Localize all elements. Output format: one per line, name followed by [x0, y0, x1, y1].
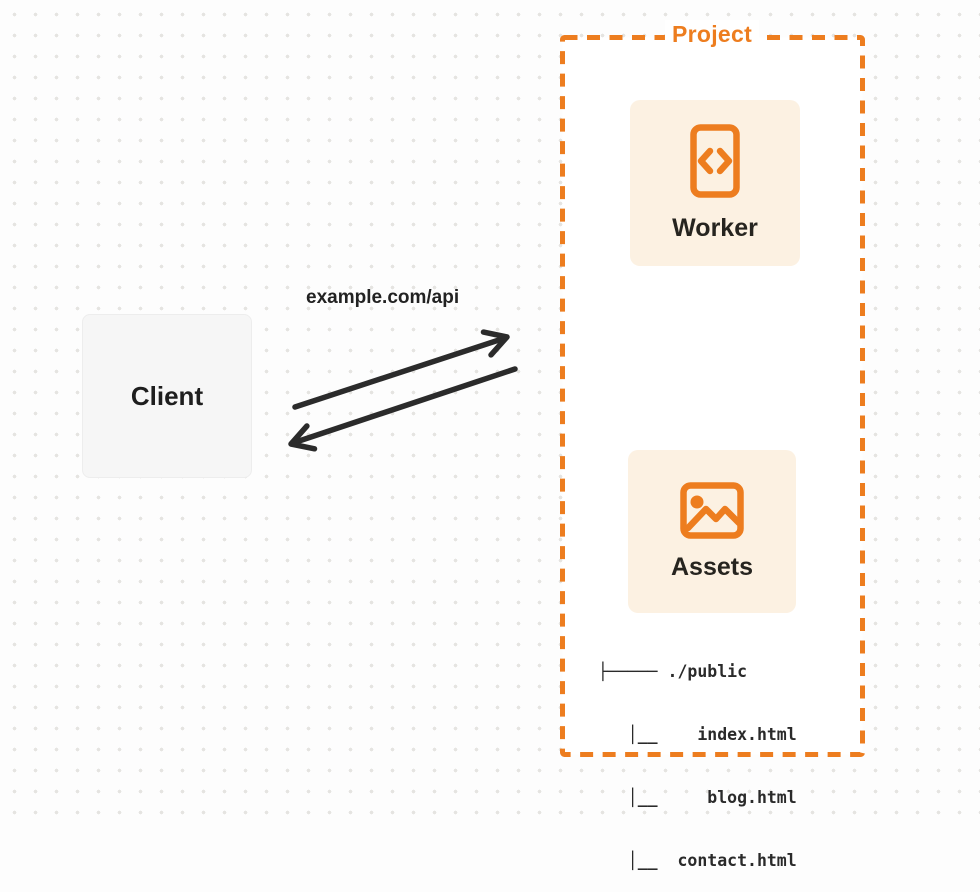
project-title: Project	[664, 20, 760, 48]
worker-label: Worker	[672, 213, 758, 242]
image-icon	[680, 481, 744, 539]
client-node: Client	[82, 314, 252, 478]
file-tree-root: ├───── ./public	[598, 662, 748, 681]
code-file-icon	[690, 123, 740, 198]
client-label: Client	[130, 380, 204, 411]
assets-node: Assets	[628, 450, 796, 613]
assets-file-tree: ├───── ./public │__ index.html │__ blog.…	[598, 619, 797, 892]
diagram-canvas: { "diagram": { "project": { "label": "Pr…	[0, 0, 980, 870]
worker-node: Worker	[630, 100, 800, 266]
assets-label: Assets	[671, 552, 753, 581]
request-url-label: example.com/api	[306, 287, 460, 308]
file-tree-item-contact: │__ contact.html	[598, 851, 797, 870]
file-tree-item-blog: │__ blog.html	[598, 788, 797, 807]
file-tree-item-index: │__ index.html	[598, 725, 797, 744]
